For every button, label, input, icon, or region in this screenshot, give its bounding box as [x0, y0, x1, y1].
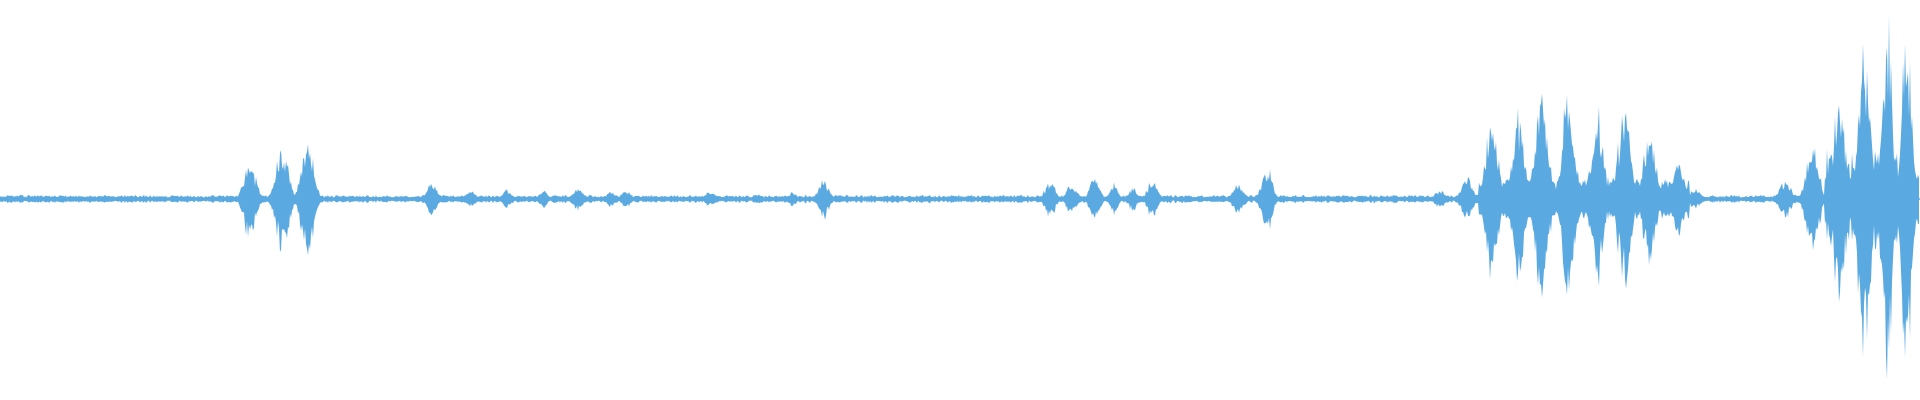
waveform-shape	[0, 15, 1919, 379]
waveform-bars	[0, 15, 1920, 379]
